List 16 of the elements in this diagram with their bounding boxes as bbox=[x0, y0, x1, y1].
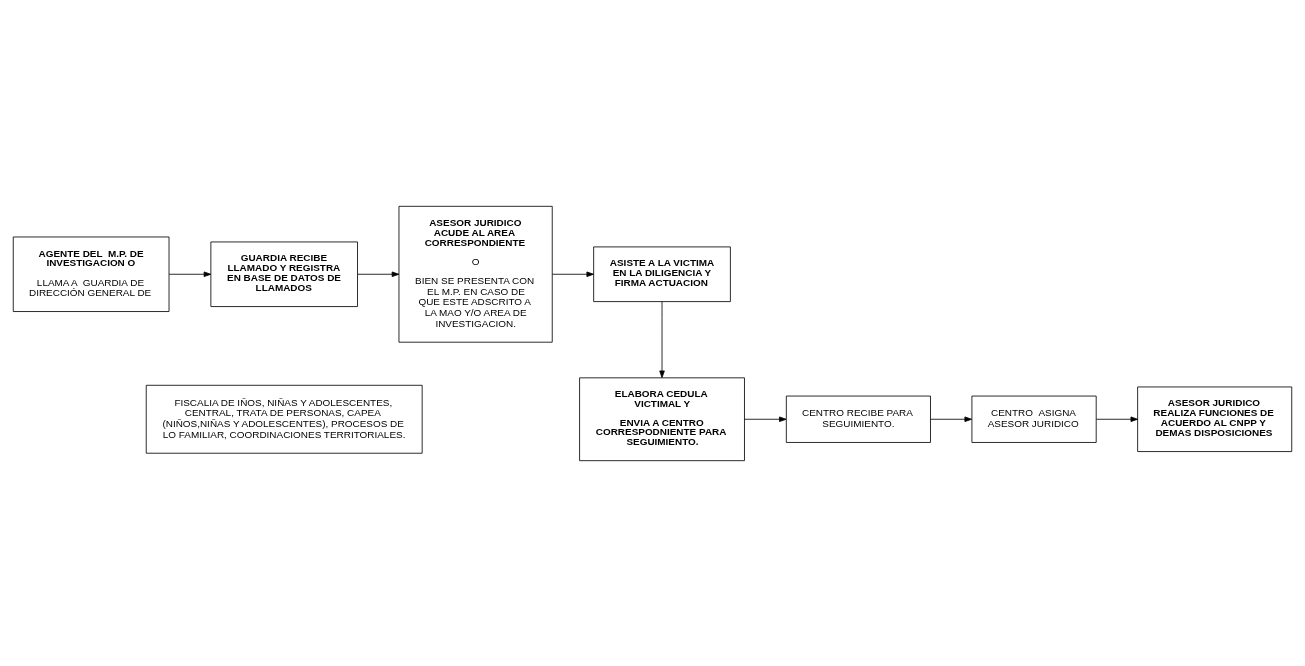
arrow bbox=[552, 271, 594, 277]
node-box: ELABORA CEDULA VICTIMAL Y ENVIA A CENTRO CORRESPODNIENTE PARA SEGUIMIENTO. bbox=[579, 376, 745, 461]
arrow bbox=[930, 416, 972, 422]
arrow bbox=[1096, 416, 1138, 422]
arrow bbox=[357, 271, 400, 277]
node-box: CENTRO ASIGNA ASESOR JURIDICO bbox=[971, 395, 1097, 443]
node-box: FISCALIA DE IÑOS, NIÑAS Y ADOLESCENTES, CENTRAL, TRATA DE PERSONAS, CAPEA (NIÑOS,NIÑAS Y ADOLESCENTES), PROCESOS DE LO FAMILIAR, COORDINACIONES TERRITORIALES. bbox=[145, 384, 423, 454]
node-box: AGENTE DEL M.P. DE INVESTIGACION O LLAMA A GUARDIA DE DIRECCIÓN GENERAL DE bbox=[12, 236, 170, 312]
node-box: ASISTE A LA VICTIMA EN LA DILIGENCIA Y FIRMA ACTUACION bbox=[593, 246, 731, 302]
arrow bbox=[168, 271, 212, 277]
node-box: ASESOR JURIDICO ACUDE AL AREA CORRESPONDIENTE O BIEN SE PRESENTA CON EL M.P. EN CASO DE QUE ESTE ADSCRITO A LA MAO Y/O AREA DE INVESTIGACION. bbox=[398, 205, 553, 343]
arrow bbox=[744, 416, 787, 422]
node-box: GUARDIA RECIBE LLAMADO Y REGISTRA EN BASE DE DATOS DE LLAMADOS bbox=[210, 241, 358, 307]
node-box: ASESOR JURIDICO REALIZA FUNCIONES DE ACUERDO AL CNPP Y DEMAS DISPOSICIONES bbox=[1137, 386, 1293, 452]
node-box: CENTRO RECIBE PARA SEGUIMIENTO. bbox=[785, 395, 931, 443]
arrow bbox=[659, 300, 665, 378]
